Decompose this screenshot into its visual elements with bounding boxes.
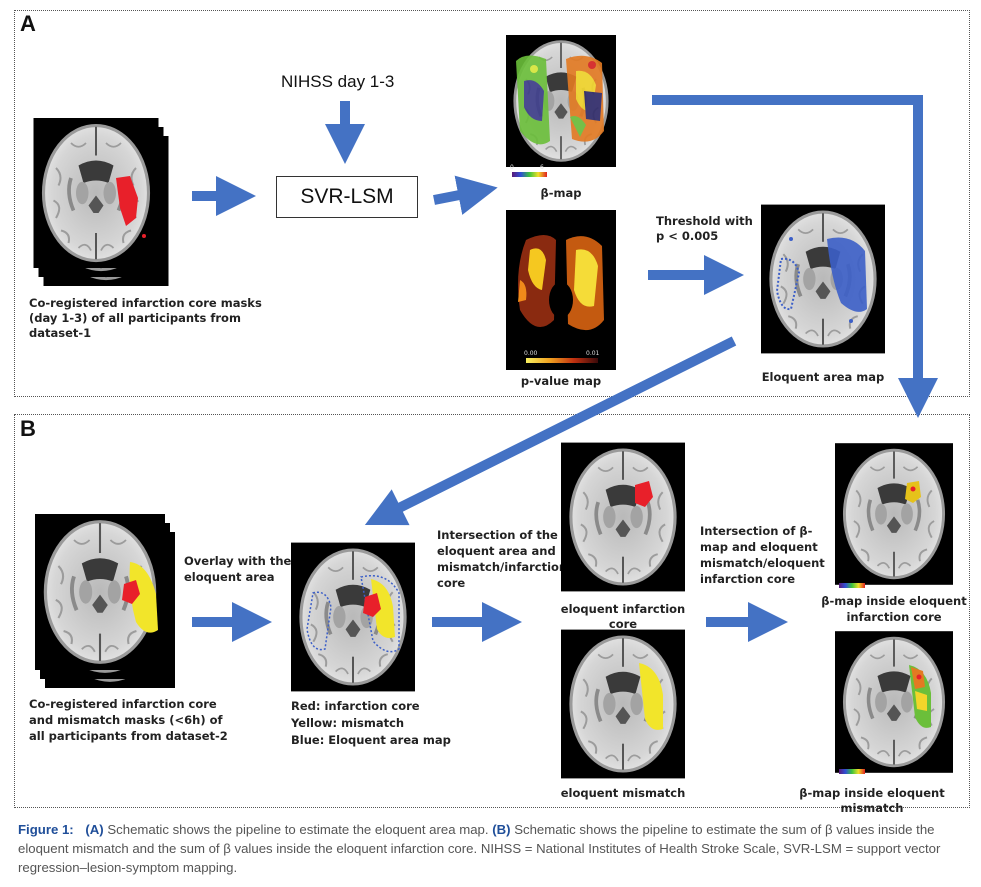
beta-inside-infarction-label-line2: infarction core bbox=[846, 610, 942, 624]
p-value-map-image bbox=[506, 210, 616, 370]
masks-b-label-line3: all participants from dataset-2 bbox=[29, 729, 228, 743]
intersection1-line4: core bbox=[437, 576, 466, 590]
infarction-core-overlay-b bbox=[122, 580, 140, 604]
beta-inside-mismatch-colorbar bbox=[839, 769, 865, 774]
beta-inside-infarction-colorbar bbox=[839, 583, 865, 588]
legend-yellow: Yellow: mismatch bbox=[291, 716, 405, 730]
masks-b-label-line1: Co-registered infarction core bbox=[29, 697, 217, 711]
beta-scale-min: 0 bbox=[510, 164, 514, 171]
beta-inside-mismatch-image bbox=[835, 629, 953, 775]
infarction-mismatch-mask-stack-b bbox=[32, 514, 182, 690]
panel-a-letter: A bbox=[20, 11, 36, 36]
intersection2-line2: map and eloquent bbox=[700, 540, 818, 554]
infarction-mask-stack-a bbox=[28, 118, 178, 288]
intersection1-line3: mismatch/infarction bbox=[437, 560, 568, 574]
intersection1-line2: eloquent area and bbox=[437, 544, 556, 558]
panel-b-frame bbox=[14, 414, 970, 808]
legend-blue: Blue: Eloquent area map bbox=[291, 733, 451, 747]
masks-a-label: Co-registered infarction core masks (day… bbox=[29, 296, 262, 340]
caption-figure-label: Figure 1: bbox=[18, 822, 74, 837]
legend-red: Red: infarction core bbox=[291, 699, 420, 713]
eloquent-infarction-core-image bbox=[561, 440, 685, 594]
threshold-label-line2: p < 0.005 bbox=[656, 229, 719, 243]
mismatch-overlay bbox=[129, 562, 158, 633]
p-value-scale-min: 0.00 bbox=[524, 350, 538, 357]
eloquent-infarction-core-label: eloquent infarction core bbox=[560, 602, 686, 631]
intersection2-line4: infarction core bbox=[700, 572, 796, 586]
overlay-label-line2: eloquent area bbox=[184, 570, 275, 584]
panel-a-frame bbox=[14, 10, 970, 397]
eloquent-area-map-image bbox=[761, 202, 885, 356]
masks-b-label-line2: and mismatch masks (<6h) of bbox=[29, 713, 223, 727]
caption-b-text: Schematic shows the pipeline to estimate… bbox=[18, 822, 941, 875]
p-value-scale-max: 0.01 bbox=[586, 350, 600, 357]
caption-a-tag: (A) bbox=[85, 822, 104, 837]
nihss-label: NIHSS day 1-3 bbox=[281, 72, 395, 91]
svr-lsm-box: SVR-LSM bbox=[276, 176, 418, 218]
beta-inside-infarction-label-line1: β-map inside eloquent bbox=[821, 594, 967, 608]
figure-caption: Figure 1: (A) Schematic shows the pipeli… bbox=[18, 820, 968, 877]
overlay-label-line1: Overlay with the bbox=[184, 554, 292, 568]
eloquent-mismatch-image bbox=[561, 627, 685, 781]
svr-lsm-label: SVR-LSM bbox=[300, 185, 394, 208]
eloquent-area-map-label: Eloquent area map bbox=[761, 370, 885, 384]
threshold-label-line1: Threshold with bbox=[656, 214, 753, 228]
p-value-colorbar bbox=[526, 358, 598, 363]
intersection2-line3: mismatch/eloquent bbox=[700, 556, 825, 570]
p-value-map-label: p-value map bbox=[520, 374, 602, 388]
intersection2-line1: Intersection of β- bbox=[700, 524, 813, 538]
beta-map-label: β-map bbox=[540, 186, 582, 200]
eloquent-mismatch-label: eloquent mismatch bbox=[560, 786, 686, 800]
beta-colorbar bbox=[512, 172, 547, 177]
arrow-beta-to-final bbox=[652, 95, 938, 418]
beta-inside-infarction-image bbox=[835, 441, 953, 587]
overlay-image bbox=[291, 540, 415, 694]
intersection1-line1: Intersection of the bbox=[437, 528, 558, 542]
arrow-eloquent-to-overlay bbox=[364, 336, 737, 526]
caption-a-text: Schematic shows the pipeline to estimate… bbox=[107, 822, 489, 837]
arrow-svr-to-beta bbox=[433, 175, 498, 215]
beta-scale-max: 6 bbox=[540, 164, 544, 171]
caption-b-tag: (B) bbox=[492, 822, 511, 837]
infarction-core-overlay bbox=[116, 176, 138, 226]
beta-map-image bbox=[506, 33, 616, 169]
panel-b-letter: B bbox=[20, 416, 36, 441]
beta-inside-mismatch-label: β-map inside eloquent mismatch bbox=[799, 786, 945, 815]
